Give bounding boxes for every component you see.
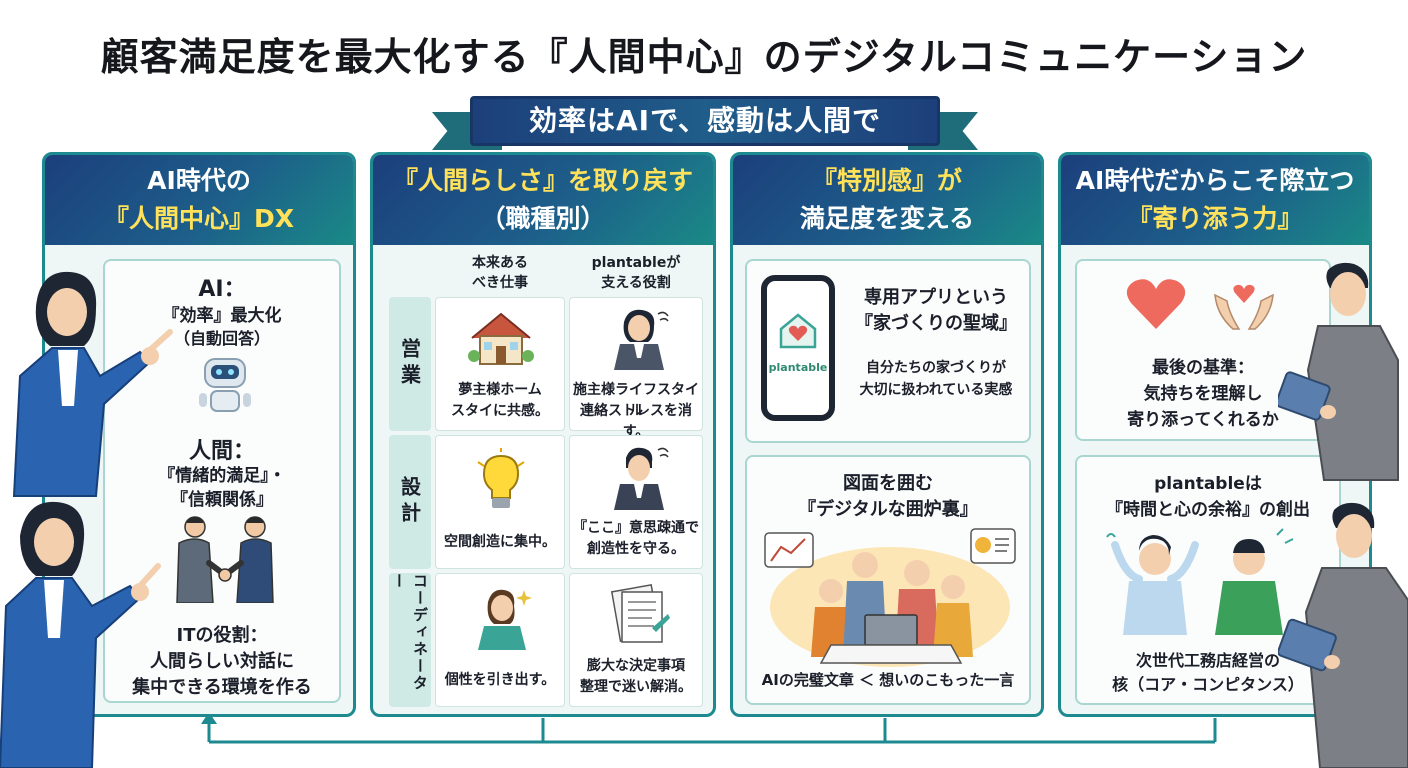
handshake-icon	[176, 516, 274, 603]
table-cell: 施主様ライフスタイル 連絡ストレスを消す。	[569, 297, 703, 440]
cell-text: 施主様ライフスタイル	[573, 382, 699, 419]
house-icon	[468, 312, 534, 365]
header-line-highlight: 『人間中心』DX	[103, 204, 295, 233]
plantable-text: 『時間と心の余裕』の創出	[1106, 500, 1310, 520]
header-line: AI時代の	[147, 166, 251, 195]
human-title: 人間：	[188, 439, 255, 464]
hearth-title: 図面を囲む	[843, 473, 933, 494]
panel-header: 『特別感』が 満足度を変える	[733, 155, 1041, 245]
table-cell: 空間創造に集中。	[435, 435, 565, 569]
page-title: 顧客満足度を最大化する『人間中心』のデジタルコミュニケーション	[100, 35, 1308, 79]
table-cell: 膨大な決定事項 整理で迷い解消。	[569, 573, 703, 707]
relaxed-people-illustration	[1106, 528, 1294, 635]
table-cell: 『ここ』意思疎通で 創造性を守る。	[569, 435, 703, 569]
panel-header: AI時代だからこそ際立つ 『寄り添う力』	[1061, 155, 1369, 245]
header-line-highlight: 『人間らしさ』を取り戻す	[392, 166, 693, 195]
app-desc: 大切に扱われている実感	[859, 382, 1013, 398]
documents-icon	[610, 584, 670, 643]
header-line: （職種別）	[480, 204, 606, 233]
hands-heart-icon	[1214, 284, 1274, 330]
it-line: 集中できる環境を作る	[132, 677, 312, 698]
row-label-coordinator: コーディネーター	[389, 573, 431, 707]
column-header-line: 本来ある	[472, 255, 528, 271]
ai-line: 『効率』最大化	[162, 306, 282, 326]
panel-header: AI時代の 『人間中心』DX	[45, 155, 353, 245]
card-digital-hearth: 図面を囲む 『デジタルな囲炉裏』 AIの完璧文章 ＜ 想いのこもった一言	[745, 455, 1031, 705]
card-dedicated-app: plantable 専用アプリという 『家づくりの聖域』 自分たちの家づくりが …	[745, 259, 1031, 443]
cell-text: 創造性を守る。	[587, 541, 685, 557]
ai-title: AI：	[198, 277, 246, 302]
card-plantable-creates: plantableは 『時間と心の余裕』の創出 次世代工務店経営の 核（コア・コ…	[1075, 455, 1341, 705]
human-line: 『信頼関係』	[171, 490, 273, 510]
core-text: 核（コア・コンピタンス）	[1112, 675, 1304, 694]
ribbon-text: 効率はAIで、感動は人間で	[470, 96, 940, 146]
cell-text: 夢主様ホーム	[458, 382, 542, 398]
cell-text: スタイに共感。	[451, 403, 549, 419]
house-heart-icon	[779, 313, 817, 349]
ai-line: （自動回答）	[173, 329, 270, 348]
column-header-plantable-role: plantableが 支える役割	[569, 253, 703, 293]
it-line: 人間らしい対話に	[150, 651, 294, 672]
cell-text: 膨大な決定事項	[587, 658, 685, 674]
criterion-text: 寄り添ってくれるか	[1127, 410, 1279, 430]
family-laptop-illustration	[764, 528, 1016, 667]
heart-icon	[1126, 279, 1186, 329]
column-header-line: べき仕事	[472, 275, 528, 291]
criterion-text: 最後の基準：	[1152, 358, 1254, 378]
header-line: AI時代だからこそ際立つ	[1075, 166, 1355, 195]
smartphone-icon: plantable	[761, 275, 835, 421]
panel-job-types: 『人間らしさ』を取り戻す （職種別） 本来ある べき仕事 plantableが …	[370, 152, 716, 717]
header-line: 満足度を変える	[799, 204, 975, 233]
plantable-text: plantableは	[1154, 474, 1262, 494]
stressed-designer-icon	[614, 447, 669, 510]
cell-text: 『ここ』意思疎通で	[573, 520, 699, 536]
stressed-person-icon	[614, 309, 669, 370]
lightbulb-icon	[477, 448, 525, 508]
cell-text: 整理で迷い解消。	[580, 679, 692, 695]
app-brand: plantable	[768, 361, 828, 374]
comparison-text: AIの完璧文章 ＜ 想いのこもった一言	[761, 671, 1015, 689]
table-cell: 個性を引き出す。	[435, 573, 565, 707]
app-title: 『家づくりの聖域』	[855, 313, 1017, 334]
column-header-line: 支える役割	[601, 275, 671, 291]
it-line: ITの役割：	[176, 625, 268, 646]
panel-human-centered-dx: AI時代の 『人間中心』DX AI： 『効率』最大化 （自動回答） 人間： 『情…	[42, 152, 356, 717]
row-label-design: 設計	[389, 435, 431, 569]
column-header-ideal-work: 本来ある べき仕事	[435, 253, 565, 293]
column-header-line: plantableが	[591, 255, 681, 271]
panel-special-feeling: 『特別感』が 満足度を変える plantable 専用アプリという 『家づくりの…	[730, 152, 1044, 717]
coordinator-person-icon	[478, 589, 532, 650]
criterion-text: 気持ちを理解し	[1143, 384, 1263, 404]
connector-line	[201, 712, 1217, 744]
row-label-sales: 営業	[389, 297, 431, 431]
hearth-title: 『デジタルな囲炉裏』	[798, 499, 978, 520]
human-line: 『情緒的満足』・	[158, 466, 286, 486]
header-line-highlight: 『寄り添う力』	[1127, 204, 1303, 233]
presenter-woman-illustration	[0, 271, 173, 768]
ribbon-banner: 効率はAIで、感動は人間で	[432, 96, 978, 156]
panel-header: 『人間らしさ』を取り戻す （職種別）	[373, 155, 713, 245]
cell-text: 個性を引き出す。	[444, 672, 556, 688]
core-text: 次世代工務店経営の	[1135, 651, 1280, 670]
robot-icon	[199, 358, 251, 412]
card-ai-human-it: AI： 『効率』最大化 （自動回答） 人間： 『情緒的満足』・ 『信頼関係』 I…	[103, 259, 341, 703]
app-desc: 自分たちの家づくりが	[866, 360, 1006, 376]
table-cell: 夢主様ホーム スタイに共感。	[435, 297, 565, 431]
header-line-highlight: 『特別感』が	[811, 166, 962, 195]
app-title: 専用アプリという	[864, 287, 1008, 308]
cell-text: 空間創造に集中。	[444, 534, 556, 550]
presenter-man-illustration	[1278, 262, 1408, 768]
